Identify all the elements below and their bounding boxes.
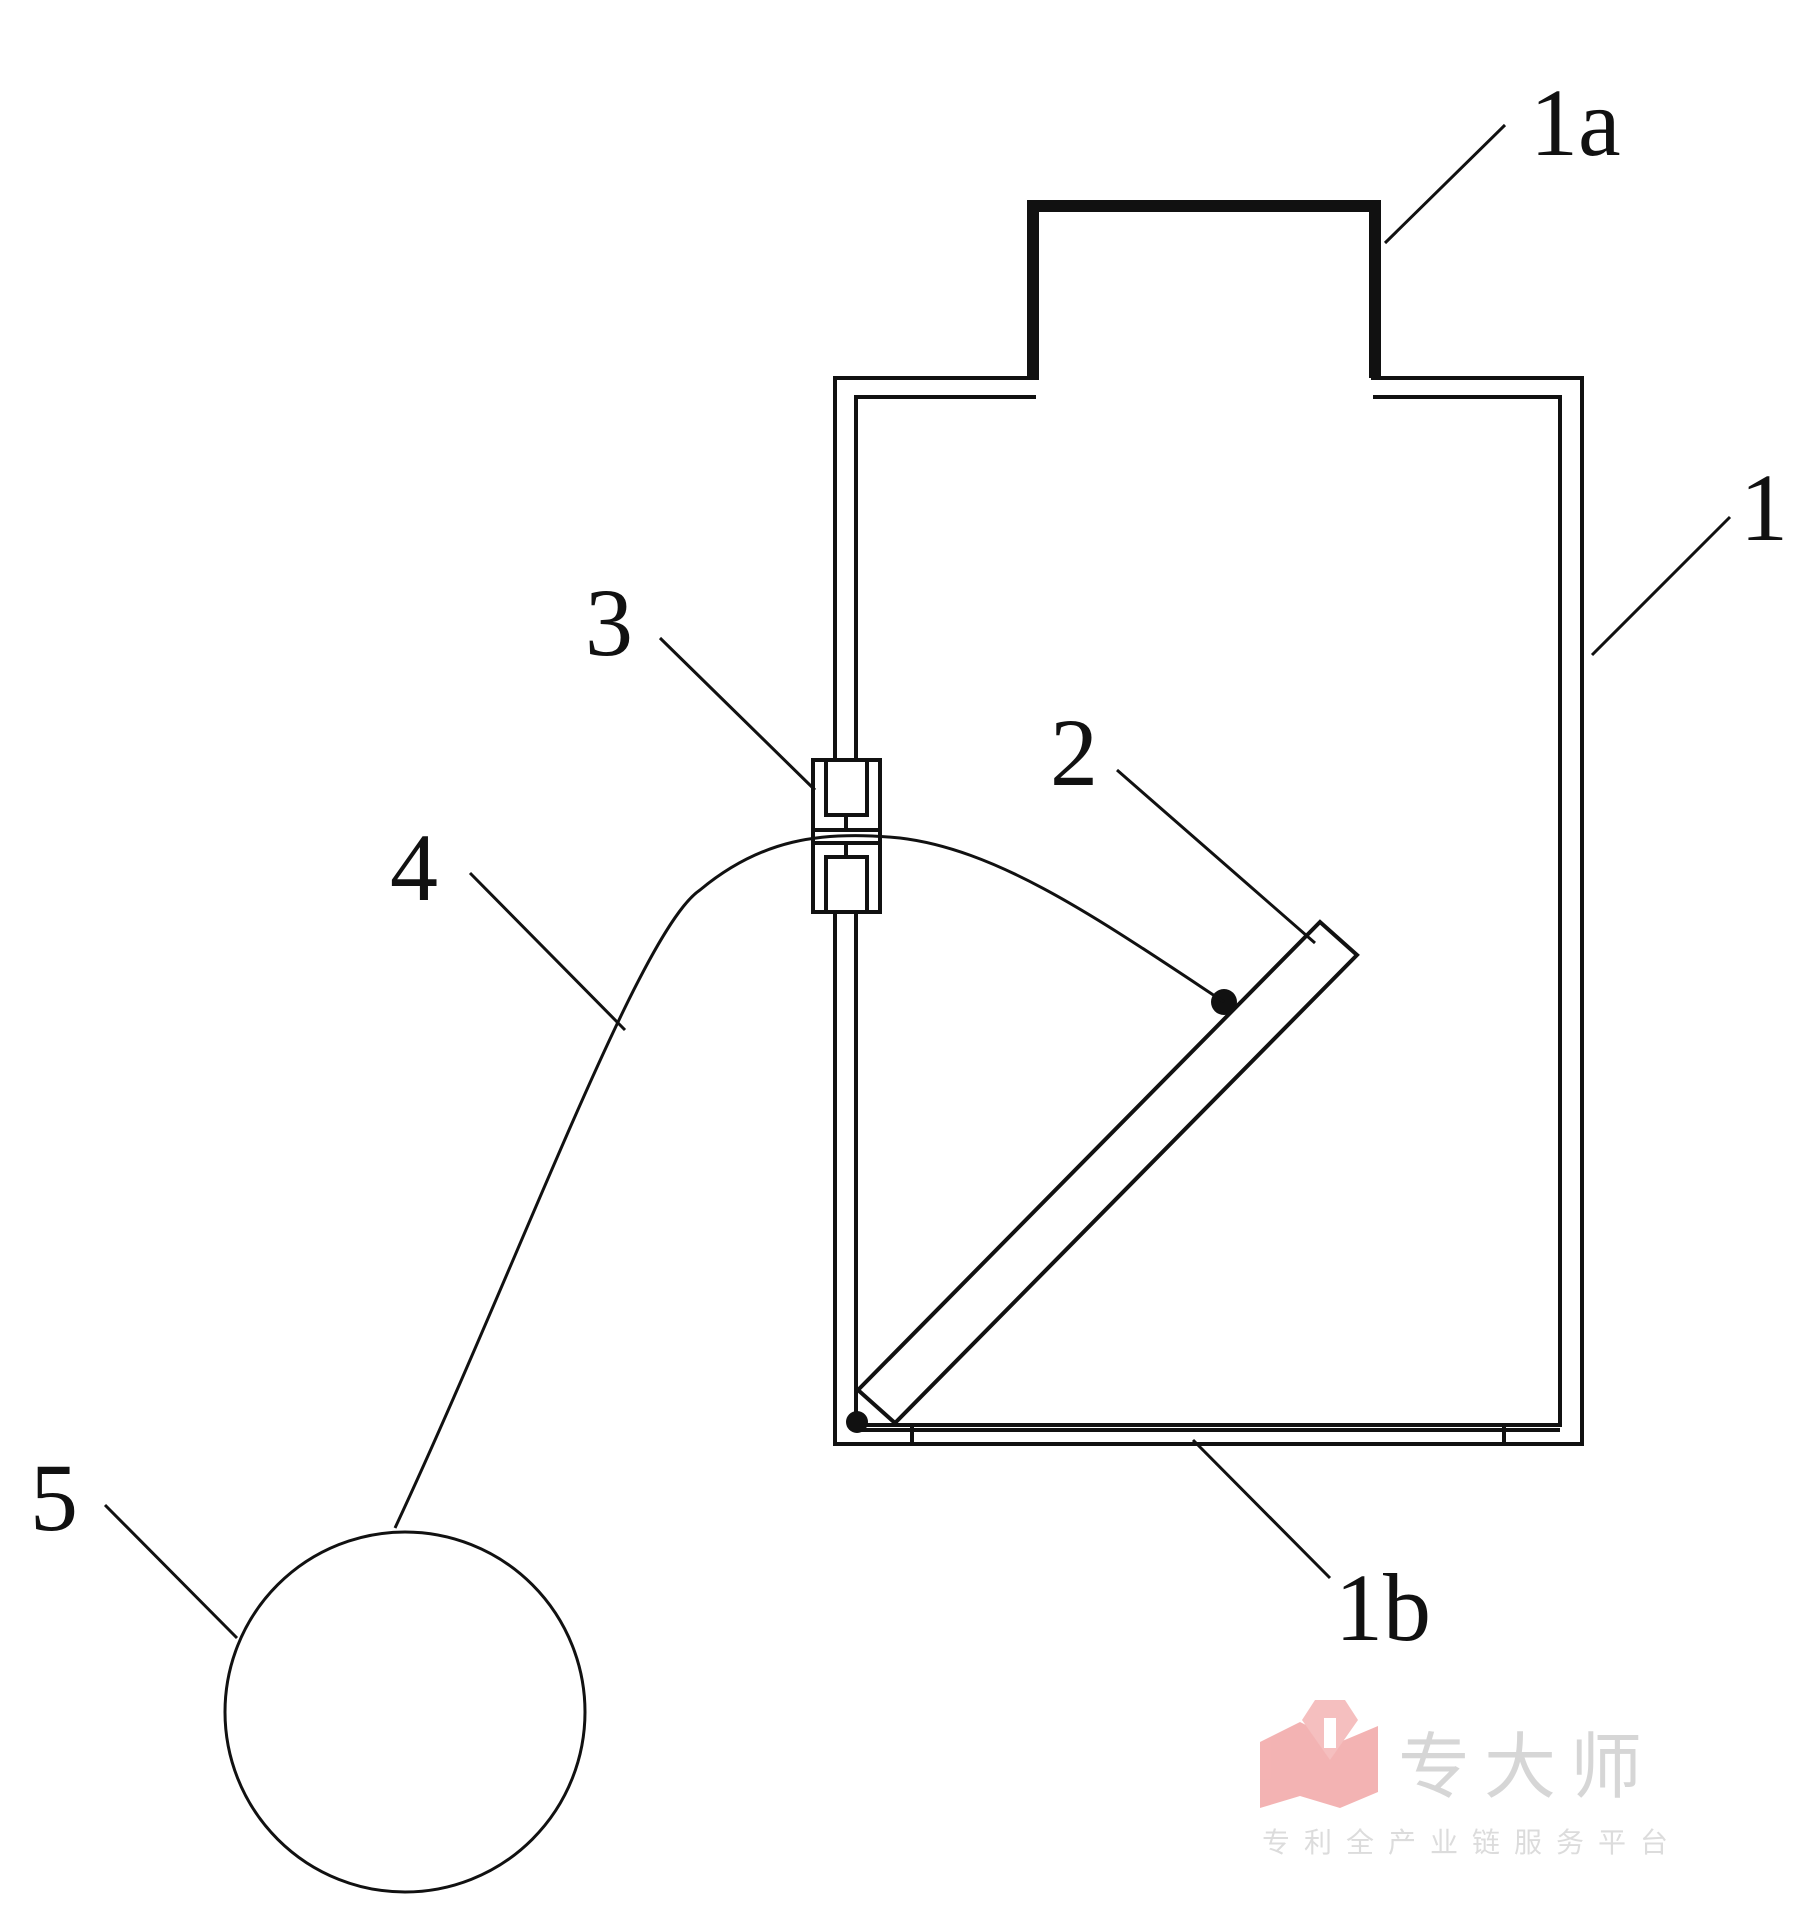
label-bottom: 1b — [1335, 1554, 1431, 1661]
watermark-subtitle: 专利全产业链服务平台 — [1262, 1826, 1682, 1859]
label-fitting: 3 — [585, 569, 633, 676]
container-bottom — [856, 1425, 1560, 1444]
inclined-plate — [846, 919, 1360, 1433]
leader-lines — [103, 123, 1732, 1640]
watermark-title: 专大师 — [1398, 1725, 1656, 1809]
watermark: 专大师 专利全产业链服务平台 — [1260, 1700, 1682, 1859]
label-cable: 4 — [390, 814, 438, 921]
plate-pivot-dot — [846, 1411, 868, 1433]
container-outer-wall — [833, 376, 1584, 1446]
label-ball: 5 — [30, 1444, 78, 1551]
container-body — [833, 376, 1584, 1446]
cable — [393, 834, 1225, 1529]
label-container: 1 — [1740, 454, 1788, 561]
watermark-logo-icon — [1260, 1700, 1378, 1808]
ball — [223, 1530, 587, 1894]
label-neck: 1a — [1530, 69, 1621, 176]
container-inner-wall — [854, 395, 1562, 1427]
container-neck — [1027, 200, 1381, 380]
label-plate: 2 — [1050, 699, 1098, 806]
